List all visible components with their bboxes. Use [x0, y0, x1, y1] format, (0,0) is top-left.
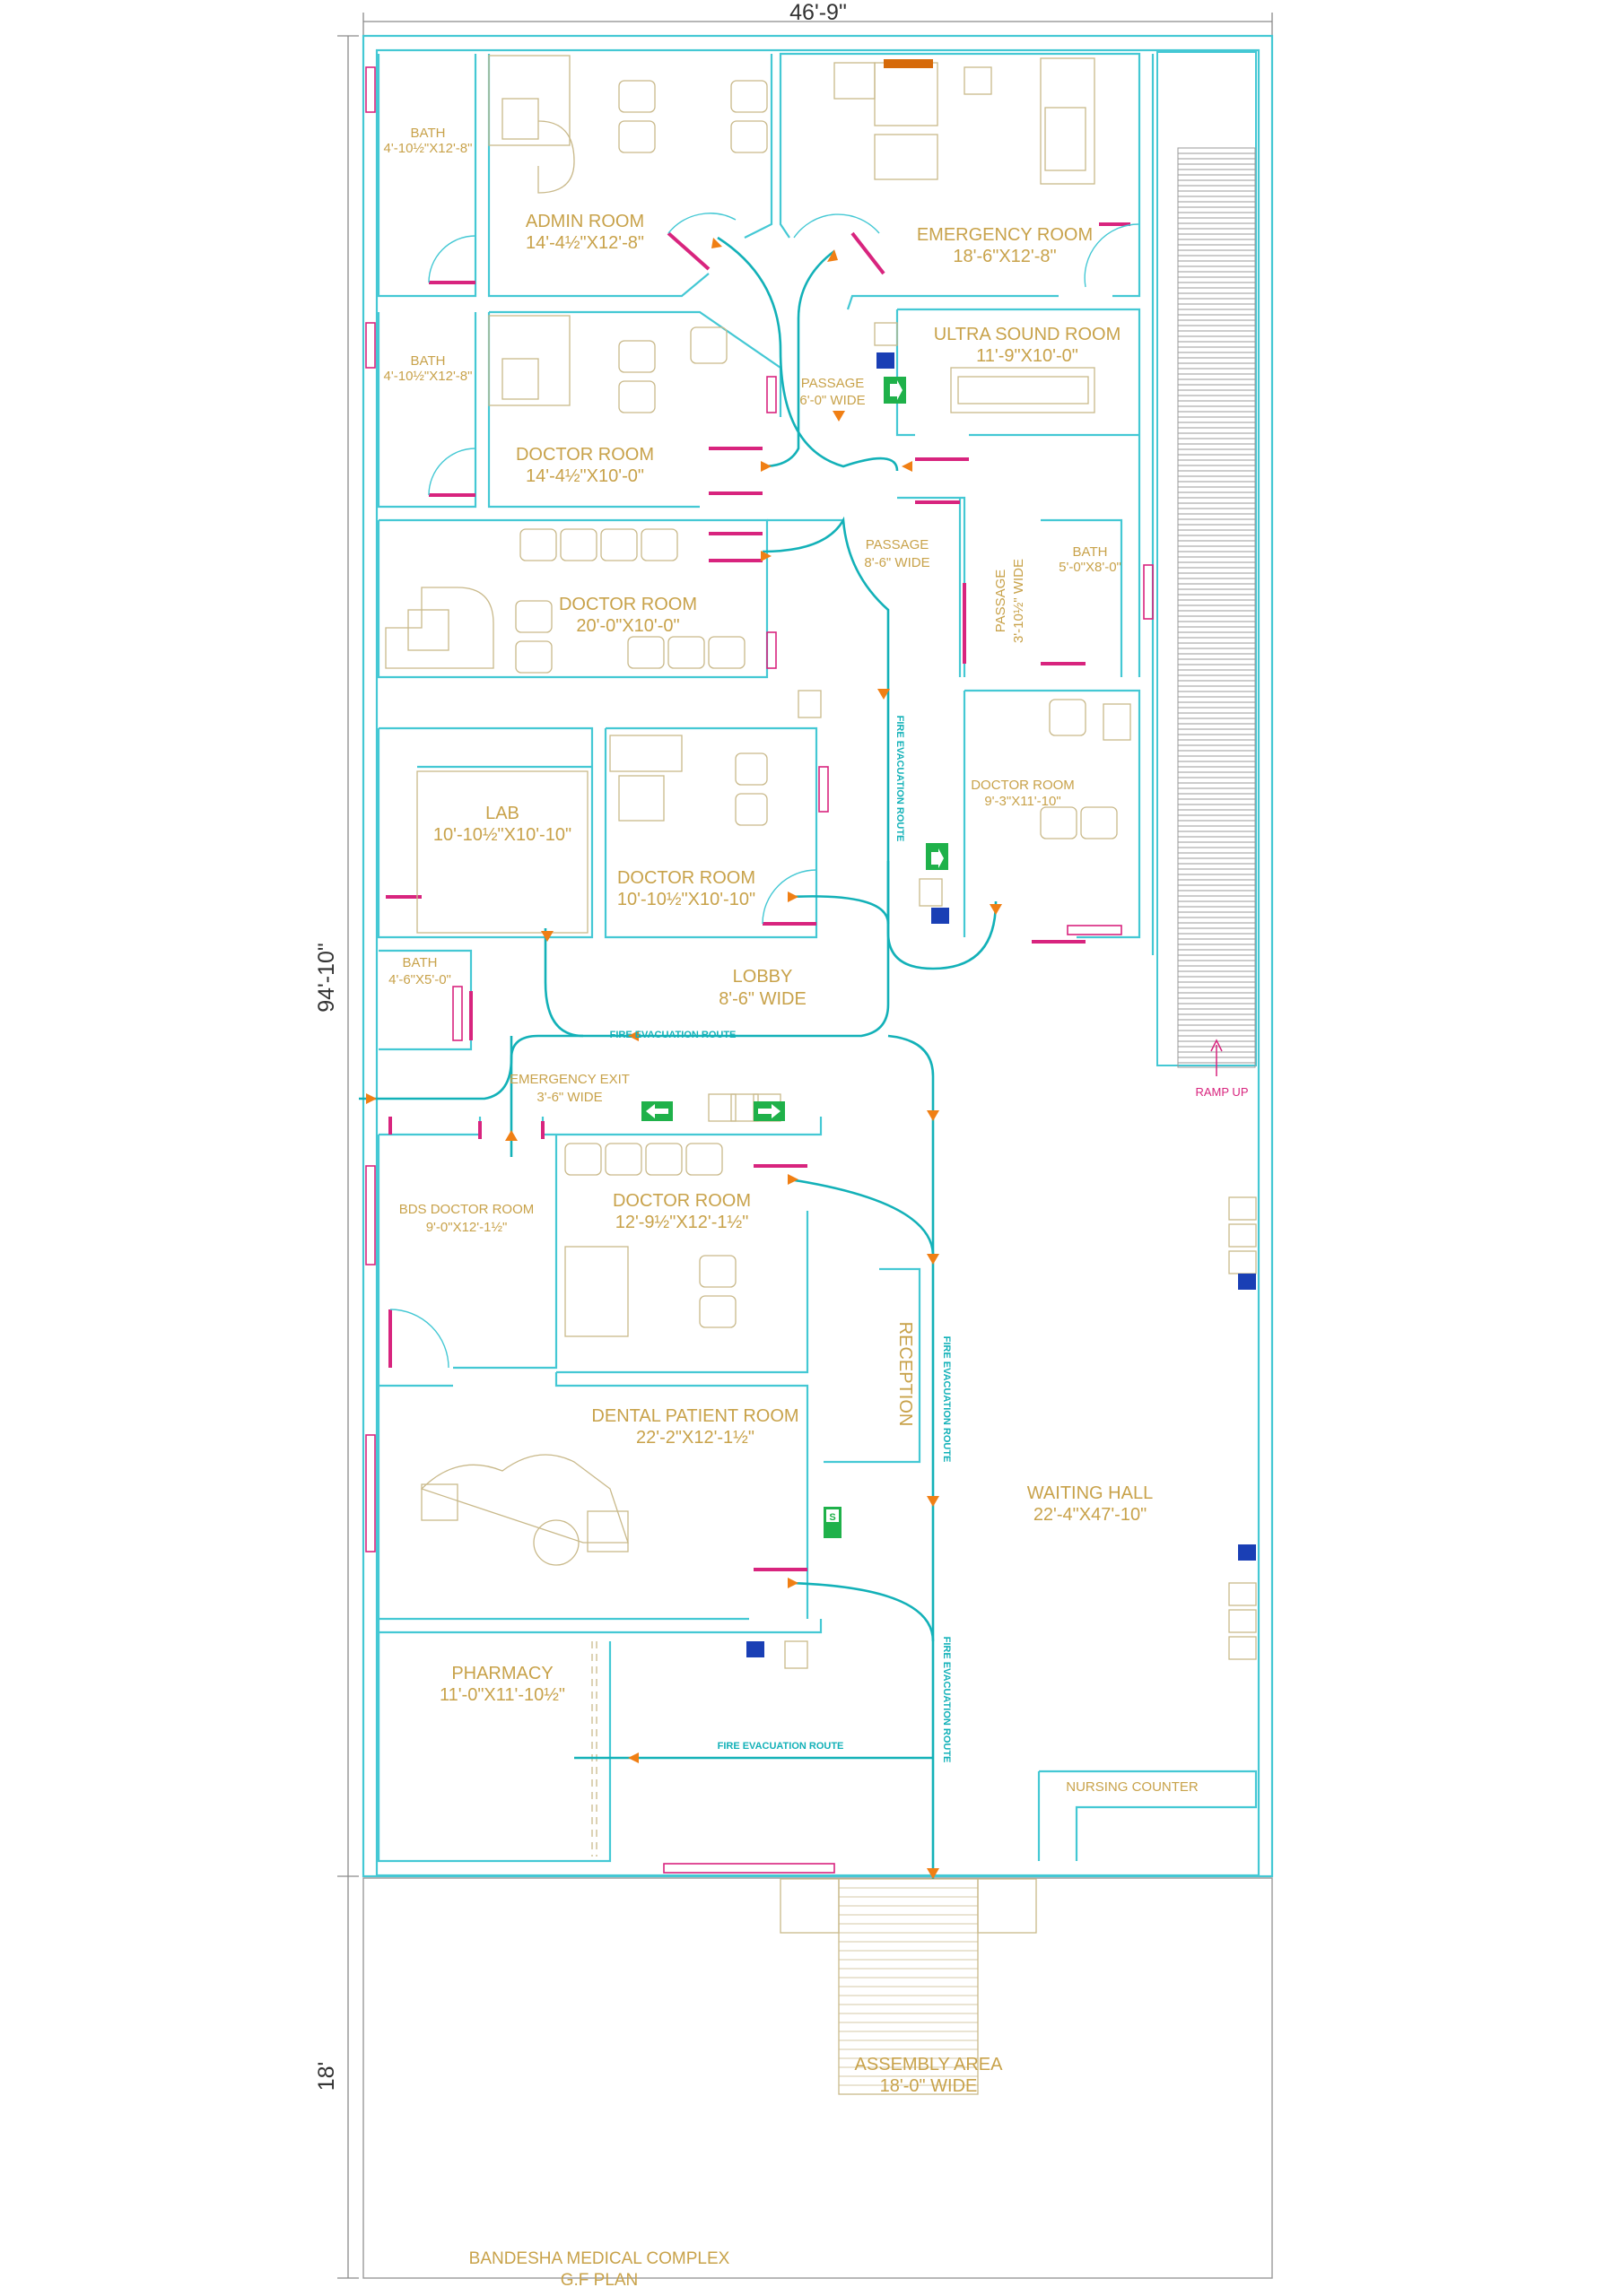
room-size-doctor4: 10'-10½"X10'-10": [617, 890, 755, 909]
exit-signs: [641, 377, 948, 1538]
ramp-label: RAMP UP: [1196, 1085, 1249, 1099]
room-name-assembly: ASSEMBLY AREA: [855, 2055, 1004, 2074]
dim-height-building: 94'-10": [314, 943, 339, 1013]
room-size-dental: 22'-2"X12'-1½": [636, 1428, 754, 1448]
windows: [365, 66, 1154, 1874]
room-size-waiting: 22'-4"X47'-10": [1033, 1505, 1147, 1525]
room-size-doctor3: 9'-3"X11'-10": [984, 794, 1060, 809]
dim-height-assembly: 18': [314, 2062, 339, 2092]
interior-walls: [377, 52, 1258, 1863]
room-name-emexit: EMERGENCY EXIT: [510, 1072, 630, 1087]
room-name-bath2: BATH: [411, 353, 446, 369]
room-name-lab: LAB: [485, 804, 519, 823]
room-name-doctor2: DOCTOR ROOM: [559, 595, 697, 614]
room-name-dental: DENTAL PATIENT ROOM: [591, 1406, 798, 1426]
reception-label: RECEPTION: [895, 1322, 915, 1427]
room-size-passage3: 3'-10½" WIDE: [1011, 559, 1026, 643]
furniture: [385, 55, 1257, 1857]
fire-route-label-pharmacy: FIRE EVACUATION ROUTE: [718, 1741, 844, 1752]
plan-title: BANDESHA MEDICAL COMPLEX: [469, 2249, 730, 2268]
room-size-emexit: 3'-6" WIDE: [536, 1090, 602, 1105]
fire-route-label-reception: FIRE EVACUATION ROUTE: [941, 1336, 952, 1463]
fire-extinguishers: [746, 352, 1256, 1657]
room-name-admin: ADMIN ROOM: [526, 212, 644, 231]
outer-walls: [362, 34, 1274, 2279]
room-labels: BATH 4'-10½"X12'-8" ADMIN ROOM 14'-4½"X1…: [384, 126, 1199, 2096]
safety-sign-s: S: [829, 1512, 835, 1523]
room-size-admin: 14'-4½"X12'-8": [526, 233, 644, 253]
room-name-doctor1: DOCTOR ROOM: [516, 445, 654, 465]
room-size-bath3: 5'-0"X8'-0": [1059, 560, 1121, 575]
room-size-assembly: 18'-0" WIDE: [880, 2076, 978, 2096]
dimension-lines: [337, 13, 1273, 2279]
room-size-passage2: 8'-6" WIDE: [864, 555, 929, 570]
room-name-passage1: PASSAGE: [801, 376, 865, 391]
room-name-bath3: BATH: [1073, 544, 1108, 560]
room-name-bds: BDS DOCTOR ROOM: [399, 1202, 535, 1217]
room-size-bath1: 4'-10½"X12'-8": [384, 141, 473, 156]
room-name-waiting: WAITING HALL: [1027, 1483, 1153, 1503]
room-name-doctor5: DOCTOR ROOM: [613, 1191, 751, 1211]
fire-route-label-passage: FIRE EVACUATION ROUTE: [894, 716, 905, 842]
room-name-doctor4: DOCTOR ROOM: [617, 868, 755, 888]
route-arrows: [366, 238, 1002, 1879]
room-name-passage3: PASSAGE: [993, 570, 1008, 633]
room-name-bath4: BATH: [403, 955, 438, 970]
plan-subtitle: G.F PLAN: [561, 2271, 639, 2290]
room-size-emergency: 18'-6"X12'-8": [953, 247, 1056, 266]
room-size-doctor2: 20'-0"X10'-0": [576, 616, 679, 636]
room-size-bds: 9'-0"X12'-1½": [426, 1220, 508, 1235]
room-size-bath4: 4'-6"X5'-0": [388, 972, 451, 987]
doors: [386, 213, 1140, 1571]
room-name-passage2: PASSAGE: [866, 537, 929, 552]
room-name-emergency: EMERGENCY ROOM: [917, 225, 1093, 245]
room-size-pharmacy: 11'-0"X11'-10½": [440, 1685, 565, 1705]
room-size-doctor1: 14'-4½"X10'-0": [526, 466, 644, 486]
room-size-bath2: 4'-10½"X12'-8": [384, 369, 473, 384]
fire-route-label-lobby: FIRE EVACUATION ROUTE: [610, 1030, 737, 1040]
room-size-passage1: 6'-0" WIDE: [799, 393, 865, 408]
room-name-bath1: BATH: [411, 126, 446, 141]
room-name-doctor3: DOCTOR ROOM: [971, 778, 1075, 793]
dim-width-top: 46'-9": [789, 0, 847, 25]
room-name-lobby: LOBBY: [733, 967, 793, 987]
room-size-lab: 10'-10½"X10'-10": [433, 825, 571, 845]
room-name-ultrasound: ULTRA SOUND ROOM: [934, 325, 1121, 344]
room-size-ultrasound: 11'-9"X10'-0": [976, 346, 1078, 366]
fire-route-label-waiting: FIRE EVACUATION ROUTE: [941, 1637, 952, 1763]
room-name-pharmacy: PHARMACY: [451, 1664, 553, 1683]
fire-evacuation-route: [359, 236, 998, 1879]
nursing-counter-label: NURSING COUNTER: [1066, 1779, 1199, 1795]
room-size-lobby: 8'-6" WIDE: [719, 989, 807, 1009]
entrance-stairs: [780, 1878, 1037, 2095]
ramp: [1156, 51, 1257, 1076]
room-size-doctor5: 12'-9½"X12'-1½": [615, 1213, 749, 1232]
